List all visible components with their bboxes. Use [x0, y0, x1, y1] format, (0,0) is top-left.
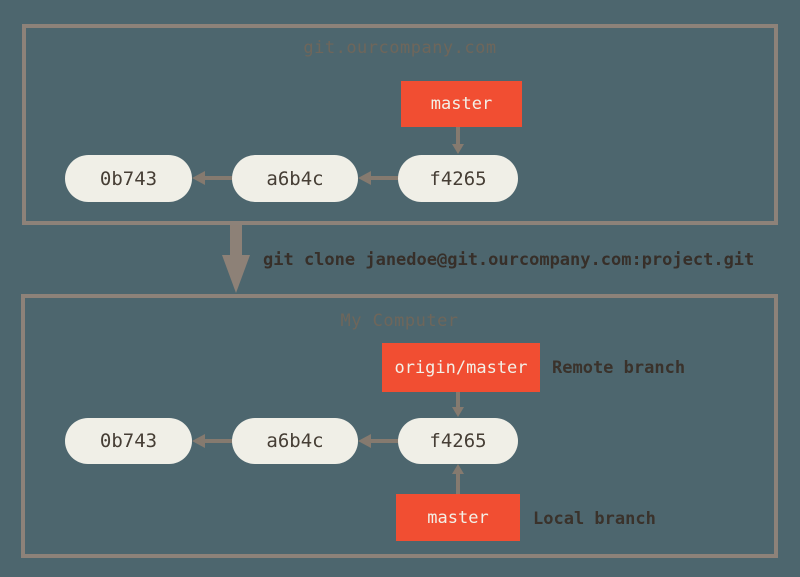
commit-id: 0b743	[99, 430, 158, 452]
arrow-left-head-icon	[358, 434, 371, 448]
commit-id: a6b4c	[266, 167, 324, 190]
arrow-shaft	[205, 439, 232, 443]
remote-branch-arrow-shaft	[456, 392, 460, 408]
arrow-left-head-icon	[358, 171, 371, 185]
clone-arrow-shaft	[230, 225, 242, 255]
local-branch-annotation: Local branch	[533, 509, 656, 529]
local-commit-a6b4c: a6b4c	[232, 418, 358, 464]
local-branch-arrow-head	[452, 464, 464, 474]
arrow-shaft	[205, 176, 232, 180]
arrow-left-head-icon	[192, 171, 205, 185]
arrow-shaft	[371, 439, 398, 443]
local-branch-arrow-shaft	[456, 474, 460, 494]
commit-id: f4265	[429, 430, 487, 452]
remote-branch-arrow-head	[452, 407, 464, 417]
local-master-branch-label: master	[427, 507, 489, 528]
server-commit-0b743: 0b743	[65, 155, 192, 202]
commit-id: f4265	[429, 167, 487, 190]
arrow-shaft	[371, 176, 398, 180]
local-commit-f4265: f4265	[398, 418, 518, 464]
remote-branch-annotation: Remote branch	[552, 358, 686, 378]
server-master-branch: master	[401, 81, 522, 127]
server-repo-title: git.ourcompany.com	[303, 38, 497, 58]
origin-master-branch-label: origin/master	[394, 357, 528, 378]
local-commit-0b743: 0b743	[65, 418, 192, 464]
arrow-left-head-icon	[192, 434, 205, 448]
local-commit-arrow-a6b4c-to-0b743	[192, 434, 232, 448]
commit-id: 0b743	[99, 167, 158, 190]
origin-master-branch: origin/master	[382, 343, 540, 392]
computer-repo-title: My Computer	[340, 311, 459, 331]
clone-arrow-head-icon	[222, 255, 250, 293]
clone-command-text: git clone janedoe@git.ourcompany.com:pro…	[263, 250, 755, 270]
server-repo-box	[22, 24, 778, 225]
server-commit-arrow-a6b4c-to-0b743	[192, 171, 232, 185]
server-commit-f4265: f4265	[398, 155, 518, 202]
local-commit-arrow-f4265-to-a6b4c	[358, 434, 398, 448]
server-branch-arrow-head	[452, 144, 464, 154]
server-commit-arrow-f4265-to-a6b4c	[358, 171, 398, 185]
server-branch-arrow-shaft	[456, 127, 460, 145]
local-master-branch: master	[396, 494, 520, 541]
computer-repo-box	[21, 294, 778, 558]
server-commit-a6b4c: a6b4c	[232, 155, 358, 202]
commit-id: a6b4c	[266, 430, 324, 452]
server-master-branch-label: master	[430, 94, 493, 114]
